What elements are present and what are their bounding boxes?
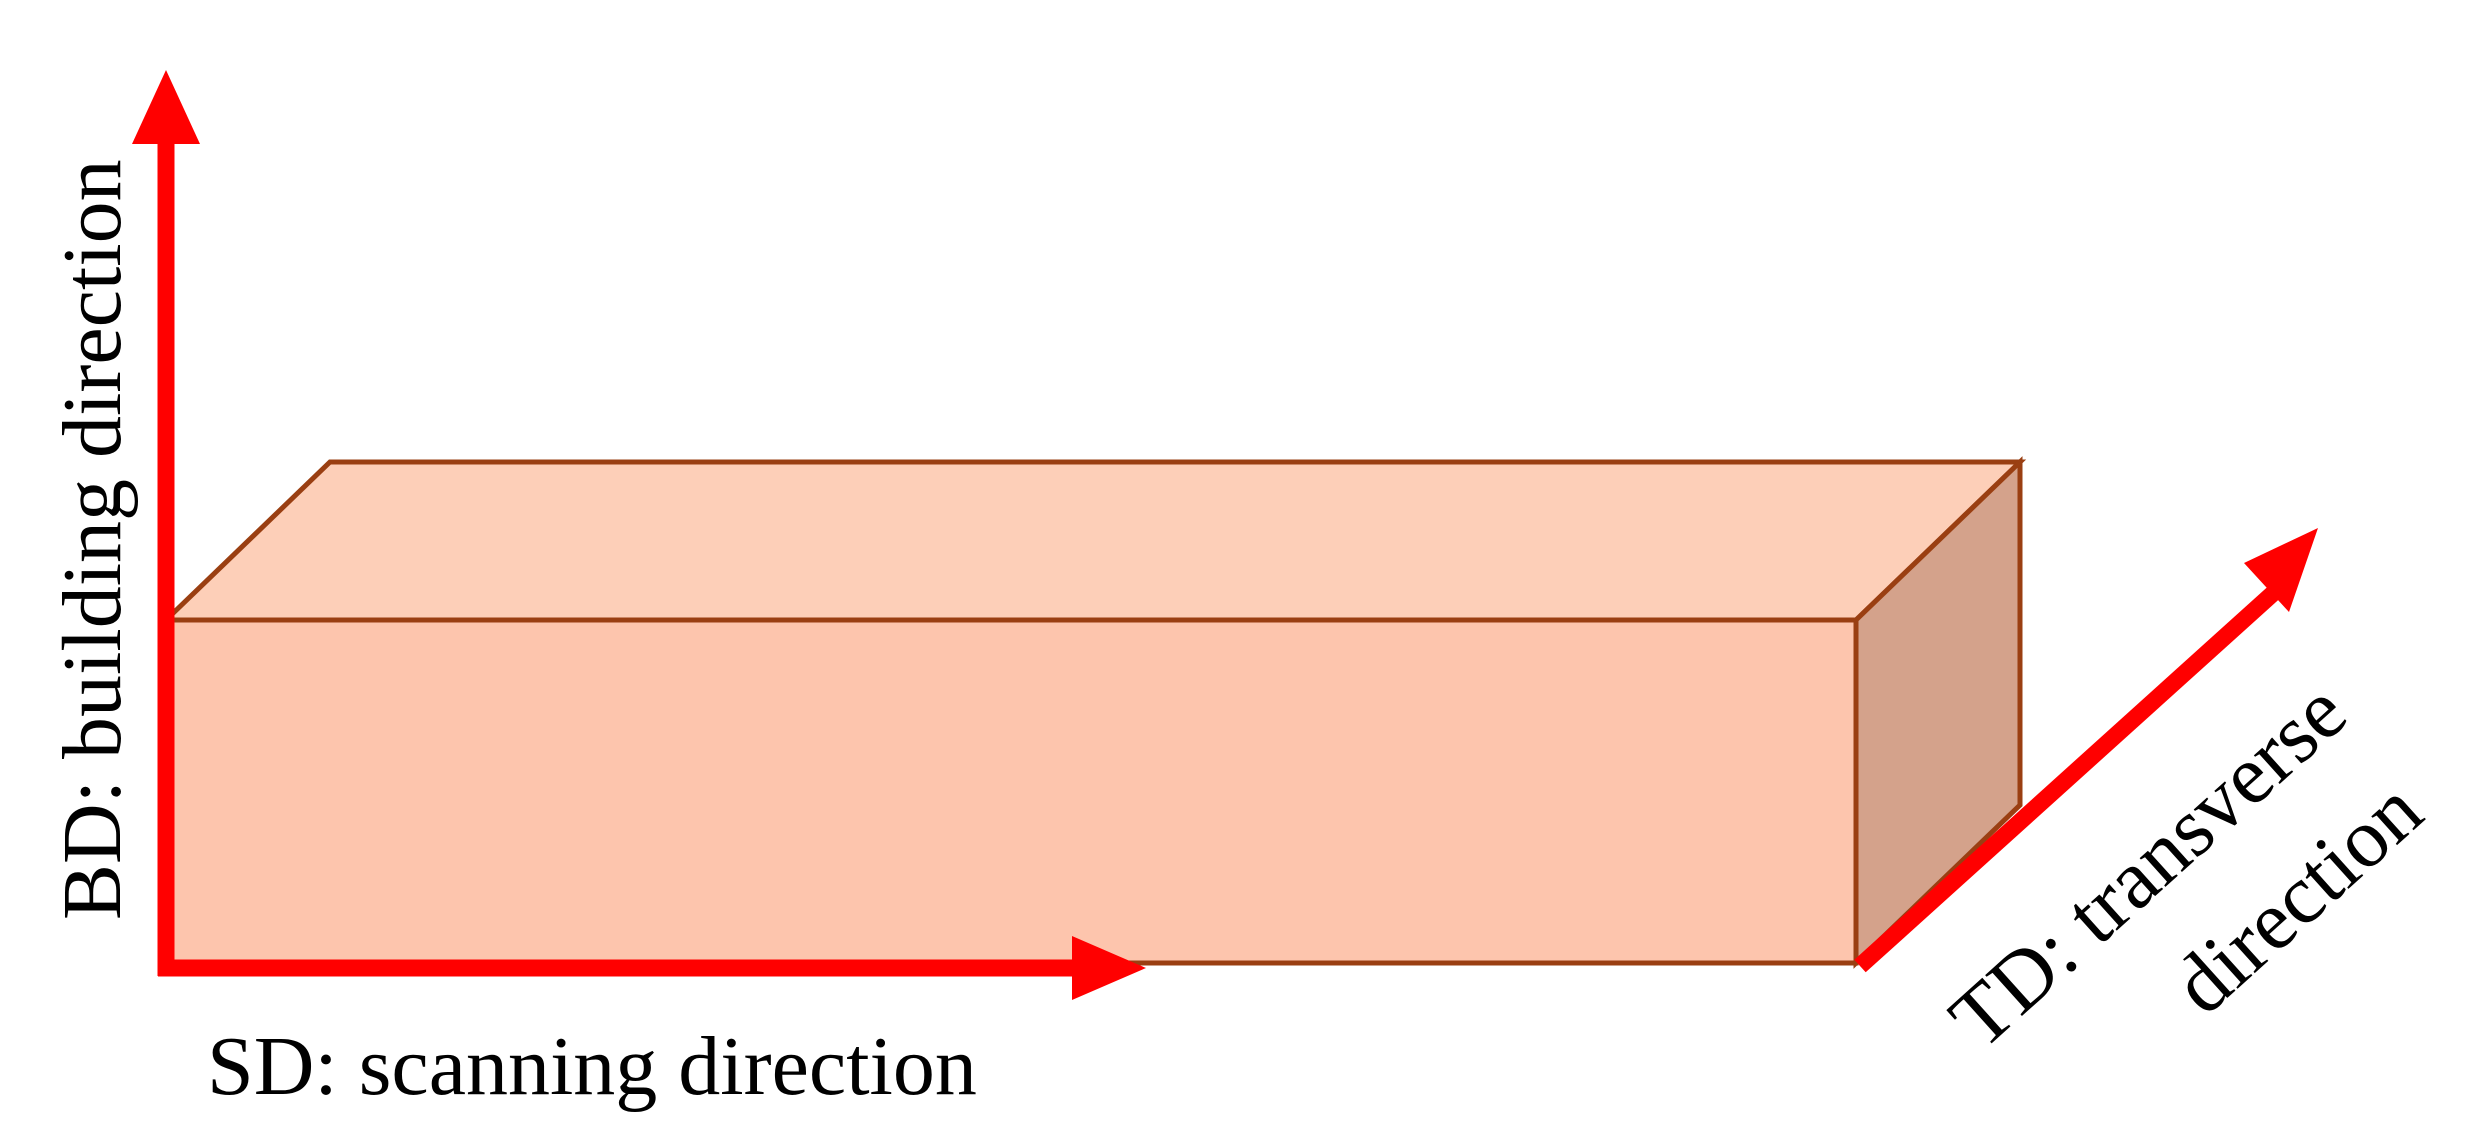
sd-arrowhead: [1072, 936, 1146, 1000]
bd-label: BD: building direction: [46, 159, 139, 920]
sd-arrow: [158, 936, 1146, 1000]
bd-arrow: [132, 70, 200, 976]
td-arrow: [1854, 528, 2318, 973]
bd-arrowhead: [132, 70, 200, 144]
sd-label: SD: scanning direction: [207, 1020, 977, 1113]
td-arrowhead: [2244, 528, 2318, 612]
block-top-face: [159, 459, 2027, 623]
specimen-block: [159, 456, 2027, 969]
block-front-face: [163, 617, 1859, 966]
